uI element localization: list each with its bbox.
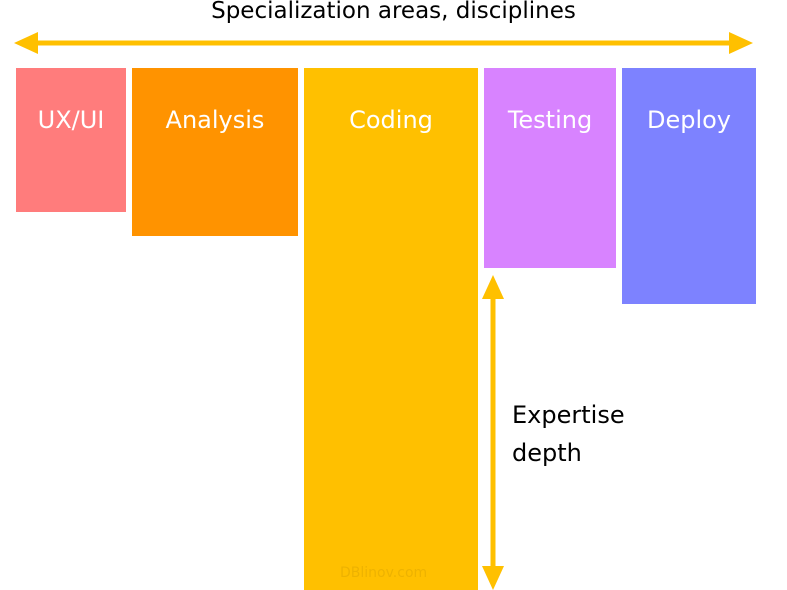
discipline-label: Coding bbox=[349, 106, 433, 134]
diagram-title: Specialization areas, disciplines bbox=[211, 0, 576, 24]
horizontal-double-arrow bbox=[14, 32, 753, 54]
vertical-double-arrow bbox=[482, 275, 504, 590]
expertise-depth-label: Expertise depth bbox=[512, 396, 652, 472]
discipline-testing: Testing bbox=[484, 68, 616, 268]
discipline-label: Analysis bbox=[165, 106, 265, 134]
discipline-label: Deploy bbox=[646, 106, 732, 134]
discipline-label: Testing bbox=[507, 106, 593, 134]
discipline-label: UX/UI bbox=[37, 106, 105, 134]
watermark: DBlinov.com bbox=[340, 565, 428, 581]
discipline-analysis: Analysis bbox=[132, 68, 298, 236]
depth-label-line2: depth bbox=[512, 439, 582, 467]
depth-label-line1: Expertise bbox=[512, 401, 625, 429]
discipline-coding: Coding bbox=[304, 68, 478, 590]
discipline-deploy: Deploy bbox=[622, 68, 756, 304]
discipline-uxui: UX/UI bbox=[16, 68, 126, 212]
